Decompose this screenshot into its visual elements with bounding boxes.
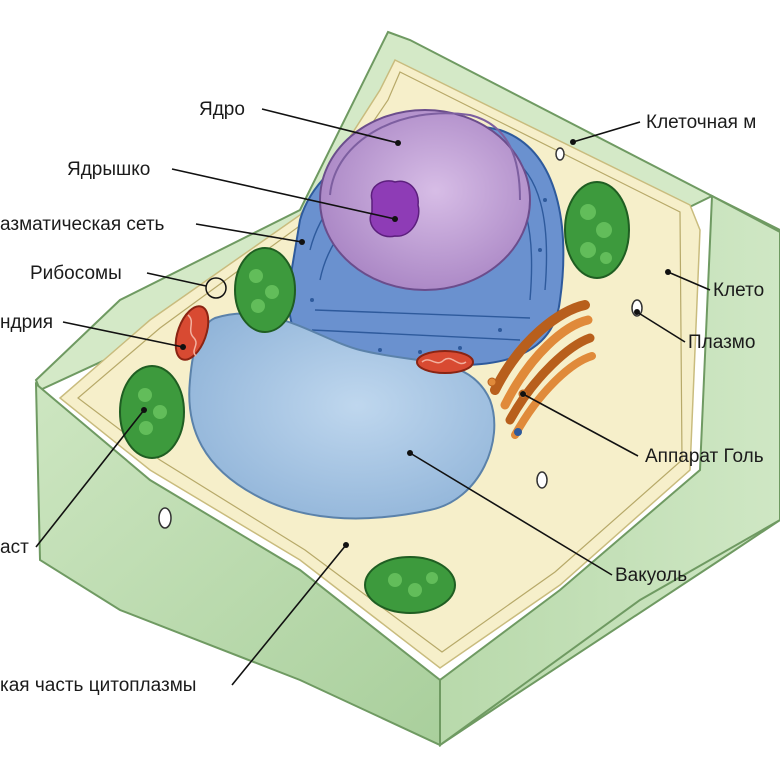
chloroplast-4 <box>364 556 456 614</box>
label-mitochondria: ндрия <box>0 312 53 333</box>
label-membrane: Клеточная м <box>646 112 756 133</box>
label-ribosomes: Рибосомы <box>30 263 122 284</box>
label-chloroplast: аст <box>0 537 29 558</box>
ribosome-marker <box>205 277 227 299</box>
label-cytoplasm: кая часть цитоплазмы <box>0 675 196 696</box>
label-plasmodesma: Плазмо <box>688 332 755 353</box>
chloroplast-3 <box>119 365 185 459</box>
label-er: азматическая сеть <box>0 214 165 235</box>
mitochondrion-2 <box>416 350 474 374</box>
label-nucleus: Ядро <box>199 99 245 120</box>
label-vacuole: Вакуоль <box>615 565 687 586</box>
golgi-apparatus <box>487 300 596 439</box>
nucleolus <box>369 180 420 238</box>
nucleus-cut-face <box>329 112 521 201</box>
cell-wall-right-face <box>439 194 780 747</box>
label-cell-wall: Клето <box>713 280 764 301</box>
leader-lines <box>35 108 711 686</box>
chloroplast-1 <box>564 181 630 279</box>
label-golgi: Аппарат Голь <box>645 446 764 467</box>
nucleus <box>319 109 531 291</box>
chloroplast-2 <box>234 247 296 333</box>
label-nucleolus: Ядрышко <box>67 159 150 180</box>
